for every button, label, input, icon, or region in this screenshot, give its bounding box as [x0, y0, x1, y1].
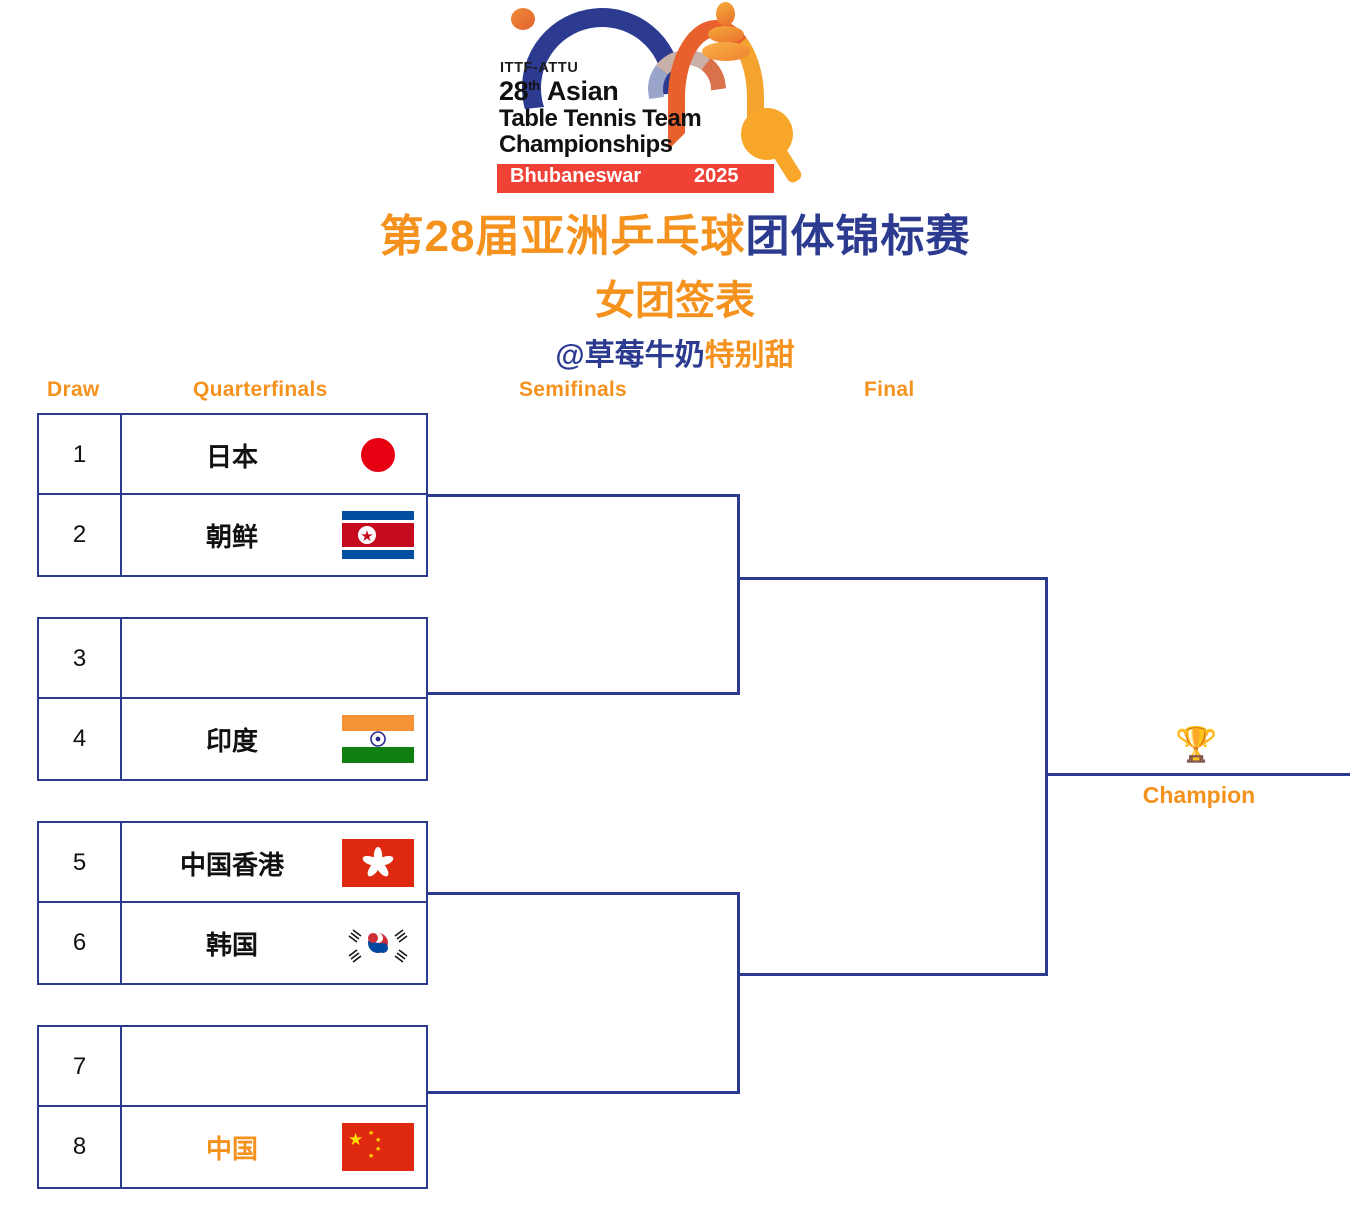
hong-kong-flag — [330, 839, 426, 887]
column-header-semifinals: Semifinals — [519, 378, 628, 401]
logo-host-bar: Bhubaneswar 2025 — [497, 164, 774, 193]
draw-team-cell[interactable]: 中国★★★★★ — [122, 1107, 426, 1187]
sf-advance-line-b — [737, 973, 1048, 976]
team-name: 朝鲜 — [205, 521, 258, 552]
logo-pill-top-icon — [716, 2, 735, 26]
india-flag — [330, 715, 426, 763]
team-name: 韩国 — [205, 929, 258, 960]
draw-seed-number: 6 — [39, 903, 122, 983]
column-header-quarterfinals: Quarterfinals — [193, 378, 328, 401]
sf-advance-line-a — [737, 577, 1048, 580]
draw-seed-number: 5 — [39, 823, 122, 903]
north-korea-flag: ★ — [330, 511, 426, 559]
draw-row[interactable]: 3 — [37, 617, 428, 701]
page-subtitle: 女团签表 — [595, 279, 755, 323]
page-title-navy-part: 团体锦标赛 — [745, 212, 971, 261]
south-korea-flag — [330, 919, 426, 967]
sf-connector-top-a — [428, 494, 740, 497]
team-name: 中国 — [205, 1133, 258, 1164]
svg-text:★: ★ — [368, 1152, 374, 1160]
team-name: 印度 — [205, 725, 258, 756]
svg-text:★: ★ — [348, 1130, 363, 1149]
draw-team-cell[interactable]: 韩国 — [122, 903, 426, 983]
draw-seed-number: 4 — [39, 699, 122, 779]
draw-team-cell[interactable] — [122, 1027, 426, 1107]
trophy-icon: 🏆 — [1175, 726, 1218, 764]
logo-org-text: ITTF-ATTU — [500, 60, 579, 76]
china-flag: ★★★★★ — [330, 1123, 426, 1171]
draw-seed-number: 8 — [39, 1107, 122, 1187]
logo-region: Asian — [546, 76, 619, 106]
draw-seed-number: 7 — [39, 1027, 122, 1107]
draw-row[interactable]: 7 — [37, 1025, 428, 1109]
final-bracket-vertical — [1045, 577, 1048, 976]
draw-row[interactable]: 4 印度 — [37, 697, 428, 781]
sf-connector-bottom-b — [428, 1091, 740, 1094]
event-logo: ITTF-ATTU 28th Asian Table Tennis Team C… — [490, 0, 804, 200]
logo-edition-suffix: th — [528, 78, 540, 93]
logo-orange-ball-icon — [511, 8, 535, 30]
draw-row[interactable]: 5 中国香港 — [37, 821, 428, 905]
draw-row[interactable]: 1 日本 — [37, 413, 428, 497]
page-title: 第28届亚洲乒乓球团体锦标赛 — [0, 200, 1350, 264]
credit-handle-navy-part: @草莓牛奶 — [555, 339, 705, 372]
logo-host-city: Bhubaneswar — [510, 165, 642, 187]
team-name: 日本 — [205, 441, 258, 472]
draw-team-cell[interactable]: 中国香港 — [122, 823, 426, 903]
draw-team-cell[interactable]: 印度 — [122, 699, 426, 779]
draw-team-cell[interactable]: 日本 — [122, 415, 426, 495]
sf-bracket-vertical-b — [737, 892, 740, 1094]
logo-line2: Table Tennis Team — [499, 105, 702, 132]
logo-line1: 28th Asian — [499, 76, 619, 107]
team-name: 中国香港 — [179, 849, 284, 880]
sf-connector-top-b — [428, 892, 740, 895]
logo-host-year: 2025 — [694, 165, 739, 187]
champion-line — [1045, 773, 1350, 776]
column-header-final: Final — [864, 378, 915, 401]
credit-handle-orange-part: 特别甜 — [704, 339, 795, 372]
draw-row[interactable]: 2 朝鲜 ★ — [37, 493, 428, 577]
logo-pill-mid-icon — [708, 26, 744, 43]
sf-bracket-vertical-a — [737, 494, 740, 695]
draw-team-cell[interactable]: 朝鲜 ★ — [122, 495, 426, 575]
japan-flag — [330, 431, 426, 479]
draw-row[interactable]: 6 韩国 — [37, 901, 428, 985]
draw-seed-number: 3 — [39, 619, 122, 699]
draw-team-cell[interactable] — [122, 619, 426, 699]
credit-handle: @草莓牛奶特别甜 — [0, 330, 1350, 374]
logo-line3: Championships — [499, 131, 673, 158]
column-header-draw: Draw — [47, 378, 100, 401]
logo-pill-bottom-icon — [702, 42, 750, 61]
champion-label: Champion — [1142, 782, 1256, 808]
logo-edition-number: 28 — [499, 76, 529, 106]
svg-text:★: ★ — [375, 1136, 381, 1144]
svg-text:★: ★ — [375, 1145, 381, 1153]
page-title-orange-part: 第28届亚洲乒乓球 — [379, 212, 746, 261]
draw-seed-number: 1 — [39, 415, 122, 495]
svg-text:★: ★ — [360, 528, 373, 545]
sf-connector-bottom-a — [428, 692, 740, 695]
draw-seed-number: 2 — [39, 495, 122, 575]
svg-text:★: ★ — [368, 1129, 374, 1137]
